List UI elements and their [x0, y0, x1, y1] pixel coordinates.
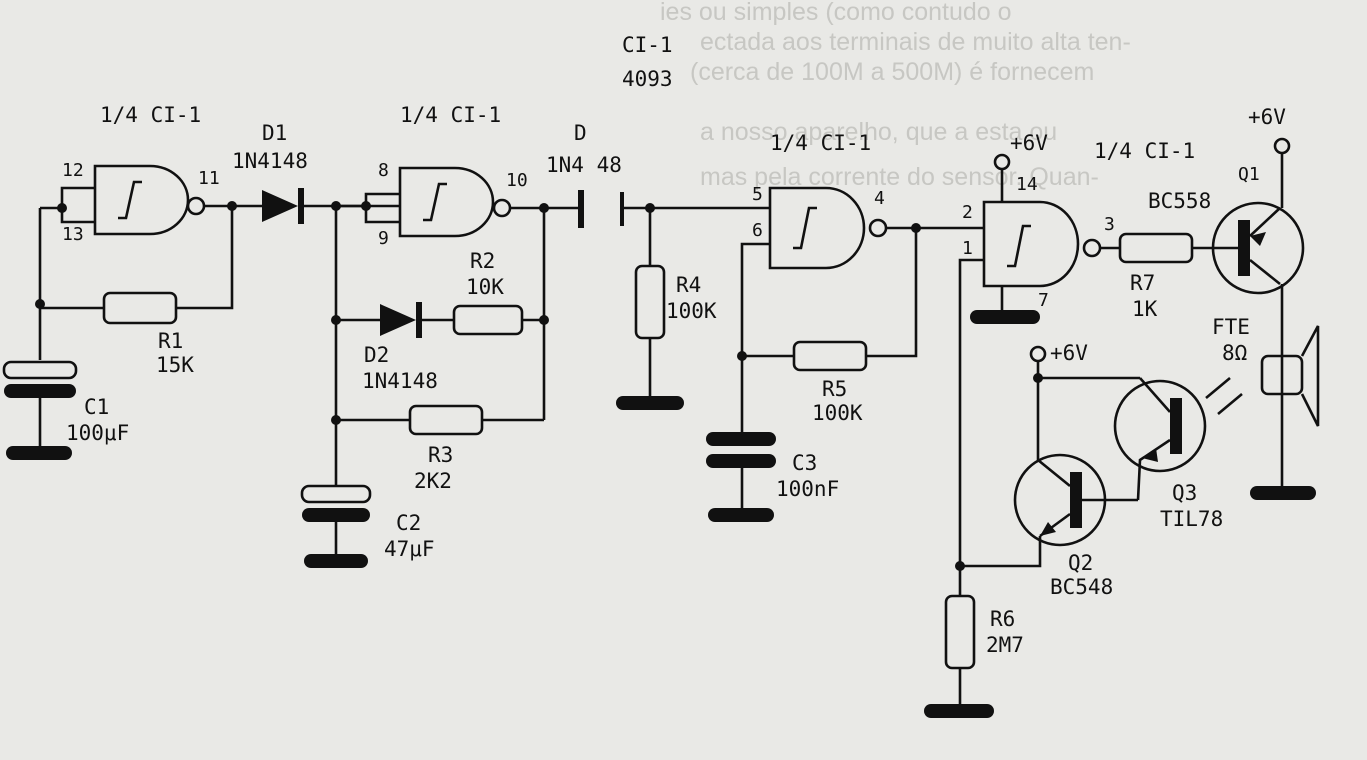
speaker-fte — [1260, 325, 1320, 427]
phototransistor-q3 — [1113, 377, 1243, 501]
pin-label: 12 — [62, 160, 84, 181]
r1-ref: R1 — [158, 329, 183, 353]
d3-value: 1N4 48 — [546, 153, 622, 177]
supply-terminal — [1029, 345, 1047, 363]
ground-symbol — [924, 704, 994, 718]
pin-label: 10 — [506, 170, 528, 191]
q1-ref: Q1 — [1238, 164, 1260, 185]
transistor-q2 — [1013, 380, 1107, 547]
ground-symbol — [708, 508, 774, 522]
fte-value: 8Ω — [1222, 341, 1247, 365]
diode-d1 — [262, 188, 304, 224]
resistor-r1 — [102, 291, 178, 325]
supply-terminal — [1273, 137, 1291, 155]
c3-ref: C3 — [792, 451, 817, 475]
r3-value: 2K2 — [414, 469, 452, 493]
resistor-r2 — [452, 304, 524, 336]
r2-value: 10K — [466, 275, 504, 299]
pin-label: 1 — [962, 238, 973, 259]
ic-name: CI-1 — [622, 33, 673, 57]
transistor-q1 — [1211, 201, 1305, 295]
gate-3-label: 1/4 CI-1 — [770, 131, 871, 155]
q2-ref: Q2 — [1068, 551, 1093, 575]
q3-value: TIL78 — [1160, 507, 1223, 531]
pin-label: 11 — [198, 168, 220, 189]
gate-4-label: 1/4 CI-1 — [1094, 139, 1195, 163]
r7-value: 1K — [1132, 297, 1158, 321]
r3-ref: R3 — [428, 443, 453, 467]
r5-value: 100K — [812, 401, 863, 425]
c1-value: 100μF — [66, 421, 129, 445]
bg-text-line: mas pela corrente do sensor. Quan- — [700, 163, 1099, 191]
ground-symbol — [616, 396, 684, 410]
fte-ref: FTE — [1212, 315, 1250, 339]
pin-label: 2 — [962, 202, 973, 223]
capacitor-c1 — [2, 360, 78, 460]
c2-value: 47μF — [384, 537, 435, 561]
supply-label: +6V — [1050, 341, 1088, 365]
diode-d2 — [380, 302, 422, 338]
resistor-r3 — [408, 404, 484, 436]
pin-label: 4 — [874, 188, 885, 209]
ground-symbol — [970, 310, 1040, 324]
pin-label: 13 — [62, 224, 84, 245]
d1-value: 1N4148 — [232, 149, 308, 173]
supply-label: +6V — [1010, 131, 1048, 155]
diode-d3 — [578, 190, 624, 228]
gate-4 — [982, 200, 1102, 288]
d1-ref: D1 — [262, 121, 287, 145]
resistor-r5 — [792, 340, 868, 372]
q2-value: BC548 — [1050, 575, 1113, 599]
ic-part: 4093 — [622, 67, 673, 91]
d3-ref: D — [574, 121, 587, 145]
c2-ref: C2 — [396, 511, 421, 535]
gate-1 — [93, 164, 206, 236]
gate-2-label: 1/4 CI-1 — [400, 103, 501, 127]
pin-label: 5 — [752, 184, 763, 205]
ground-symbol — [304, 554, 368, 568]
gate-1-label: 1/4 CI-1 — [100, 103, 201, 127]
r6-ref: R6 — [990, 607, 1015, 631]
r5-ref: R5 — [822, 377, 847, 401]
r1-value: 15K — [156, 353, 194, 377]
pin-label: 3 — [1104, 214, 1115, 235]
ground-symbol — [6, 446, 72, 460]
c1-ref: C1 — [84, 395, 109, 419]
q3-ref: Q3 — [1172, 481, 1197, 505]
resistor-r7 — [1118, 232, 1194, 264]
ground-symbol — [1250, 486, 1316, 500]
gate-2 — [398, 166, 512, 238]
capacitor-c3 — [706, 432, 776, 522]
bg-text-line: ies ou simples (como contudo o — [660, 0, 1012, 26]
r6-value: 2M7 — [986, 633, 1024, 657]
bg-text-line: a nosso aparelho, que a esta ou — [700, 118, 1057, 146]
resistor-r6 — [944, 594, 976, 670]
pin-label: 8 — [378, 160, 389, 181]
pin-label: 7 — [1038, 290, 1049, 311]
pin-label: 14 — [1016, 174, 1038, 195]
d2-value: 1N4148 — [362, 369, 438, 393]
c3-value: 100nF — [776, 477, 839, 501]
gate-3 — [768, 186, 888, 270]
r4-value: 100K — [666, 299, 717, 323]
capacitor-c2 — [300, 484, 372, 568]
r2-ref: R2 — [470, 249, 495, 273]
pin-label: 9 — [378, 228, 389, 249]
r7-ref: R7 — [1130, 271, 1155, 295]
q1-value: BC558 — [1148, 189, 1211, 213]
pin-label: 6 — [752, 220, 763, 241]
r4-ref: R4 — [676, 273, 701, 297]
supply-label: +6V — [1248, 105, 1286, 129]
resistor-r4 — [634, 264, 666, 340]
bg-text-line: (cerca de 100M a 500M) é fornecem — [690, 58, 1094, 86]
bg-text-line: ectada aos terminais de muito alta ten- — [700, 28, 1131, 56]
d2-ref: D2 — [364, 343, 389, 367]
